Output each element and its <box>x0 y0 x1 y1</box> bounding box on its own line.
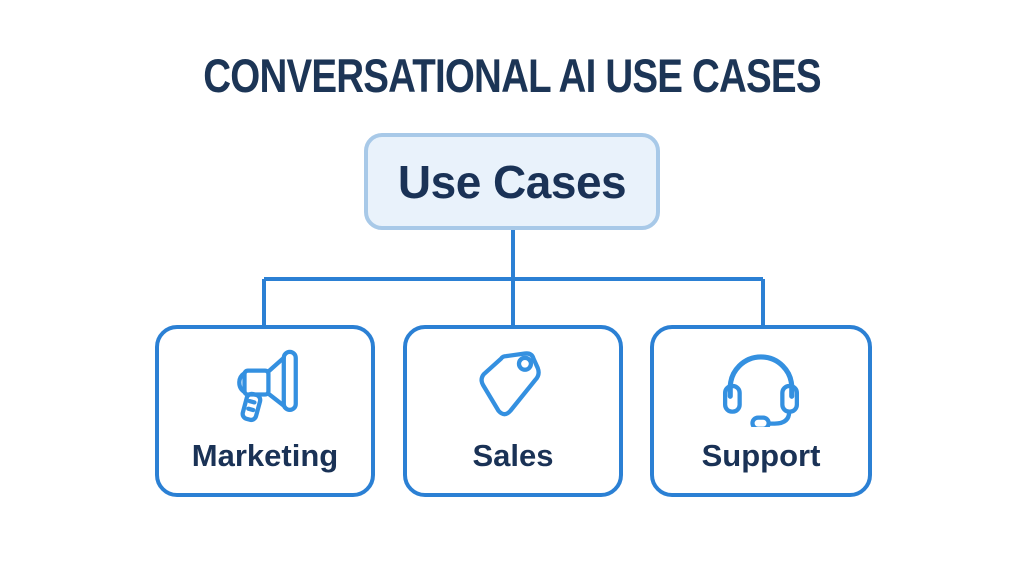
price-tag-icon <box>479 351 541 417</box>
child-node-label: Marketing <box>191 438 339 473</box>
child-node-marketing: Marketing <box>155 325 375 497</box>
child-node-support: Support <box>650 325 872 497</box>
child-node-label: Sales <box>472 438 554 473</box>
megaphone-icon <box>237 349 298 423</box>
root-node-use-cases: Use Cases <box>364 133 660 230</box>
child-node-sales: Sales <box>403 325 623 497</box>
diagram-title: CONVERSATIONAL AI USE CASES <box>203 49 821 102</box>
child-node-label: Support <box>701 438 821 473</box>
root-node-label: Use Cases <box>397 155 627 208</box>
headset-icon <box>722 354 800 427</box>
connector-path <box>262 230 765 327</box>
